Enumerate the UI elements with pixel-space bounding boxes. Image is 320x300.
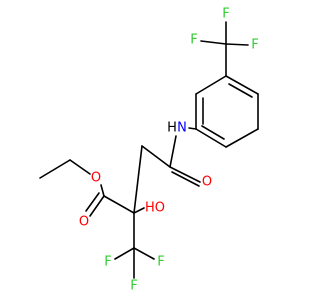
bond-Cq-ester (103, 195, 135, 214)
atom-NH: H N (167, 121, 187, 136)
bond-cf3top-f2 (225, 43, 249, 46)
atom-hydroxyl: HO (145, 201, 165, 216)
svg-text:O: O (79, 215, 89, 230)
atom-F-top-bottom: F (222, 7, 229, 22)
bond-N-C (169, 135, 177, 168)
svg-text:F: F (130, 279, 137, 294)
bond-cf3bot-f1 (114, 247, 135, 260)
bond-CH2-Cq (133, 145, 143, 214)
bond-cf3top-f1 (200, 40, 227, 45)
bond-ring-d1 (228, 83, 253, 98)
svg-text:O: O (91, 171, 101, 186)
structure-drawing: F F F H N O O O HO F (39, 7, 259, 294)
svg-text:F: F (157, 255, 164, 270)
atom-F-top-left: F (190, 33, 197, 48)
atom-amide-O: O (202, 175, 212, 190)
atom-ester-O-chain: O (91, 171, 101, 186)
bond-ester-O (100, 184, 105, 197)
bond-ring-4 (195, 128, 227, 148)
atom-F-bottom-left: F (104, 255, 111, 270)
bond-ring-6 (195, 75, 227, 95)
bond-amide-CO-1 (169, 166, 201, 183)
svg-text:F: F (104, 255, 111, 270)
svg-text:O: O (202, 175, 212, 190)
atom-F-bottom-right: F (157, 255, 164, 270)
bond-C-CH2 (141, 145, 171, 168)
atom-ester-O-carbonyl: O (79, 215, 89, 230)
bond-ester-CO-2 (85, 192, 100, 212)
svg-text:H: H (167, 121, 177, 136)
bond-ring-3 (225, 128, 259, 148)
bond-ring-N (188, 127, 197, 130)
svg-text:N: N (177, 121, 187, 136)
bond-layer (39, 21, 259, 279)
bond-ester-CO-1 (89, 195, 105, 217)
bond-O-ethyl1 (69, 159, 91, 175)
svg-text:HO: HO (145, 201, 165, 216)
bond-cf3bot-f2 (133, 247, 155, 260)
molecule-canvas: F F F H N O O O HO F (39, 7, 259, 294)
bond-ring-1 (225, 75, 259, 95)
bond-ethyl (39, 159, 71, 179)
bond-amide-CO-2 (171, 171, 200, 187)
bond-ring-d2 (201, 125, 225, 140)
svg-text:F: F (190, 33, 197, 48)
atom-F-top-right: F (251, 38, 258, 53)
atom-F-bottom-bottom: F (130, 279, 137, 294)
svg-text:F: F (222, 7, 229, 22)
bond-Cq-OH (133, 207, 145, 214)
svg-text:F: F (251, 38, 258, 53)
